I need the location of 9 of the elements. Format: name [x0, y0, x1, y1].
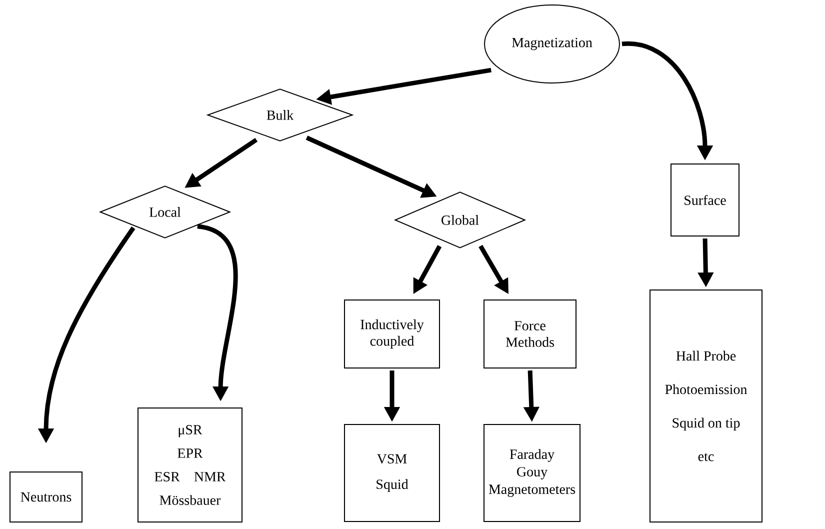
method-box: Hall Probe Photoemission Squid on tip etc: [650, 290, 762, 522]
method-box: VSM Squid: [344, 424, 440, 522]
method-box: Neutrons: [10, 472, 82, 522]
method-box: Faraday Gouy Magnetometers: [484, 424, 580, 522]
ellipse-node: Magnetization: [484, 4, 620, 84]
method-box: Surface: [670, 164, 740, 236]
method-box: Force Methods: [484, 300, 576, 368]
method-box: μSR EPR ESR NMR Mössbauer: [138, 408, 242, 522]
method-box: Inductively coupled: [344, 300, 440, 368]
